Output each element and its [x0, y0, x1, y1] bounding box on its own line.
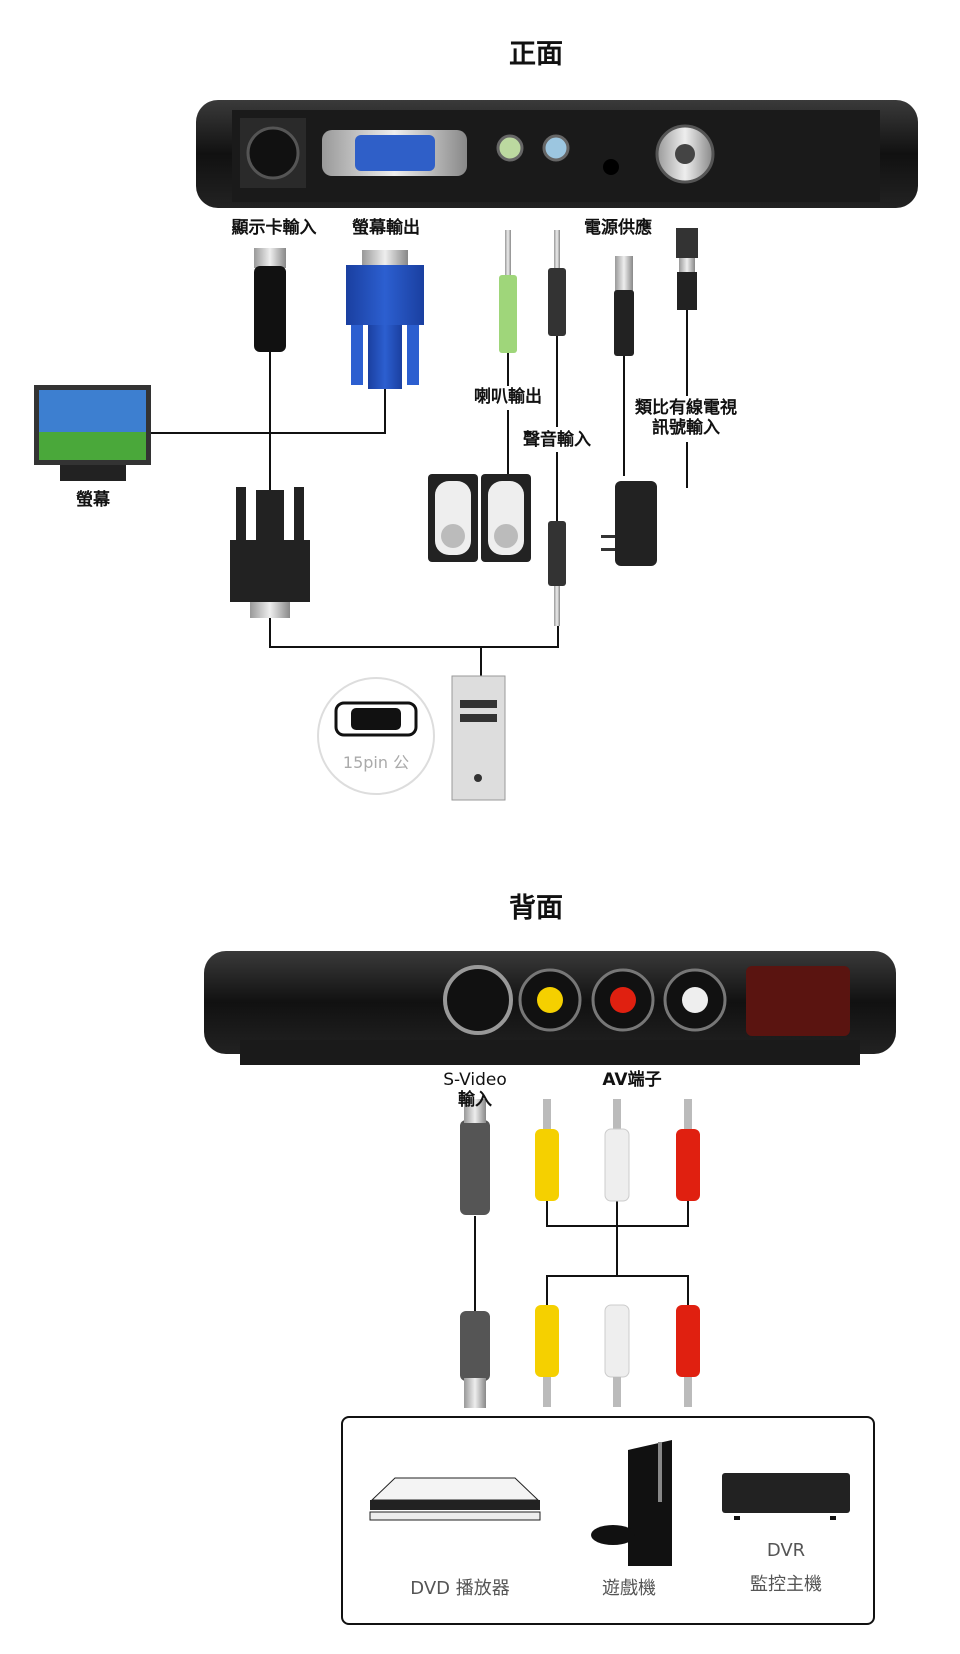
- front-device: [196, 100, 918, 208]
- vga-cable: [151, 389, 386, 434]
- svideo-plug-bottom: [460, 1311, 490, 1408]
- svideo-cable: [269, 351, 559, 648]
- pc-tower-icon: [451, 675, 506, 801]
- speaker-jack: [499, 230, 517, 353]
- back-device: [204, 951, 896, 1065]
- svideo-port: [246, 126, 300, 180]
- label-svideo-line1: S-Video: [443, 1070, 507, 1090]
- back-cables: [474, 1200, 689, 1311]
- rca-plugs-top: [535, 1099, 700, 1202]
- svideo-plug: [254, 248, 286, 352]
- speakers-icon: [428, 474, 531, 562]
- label-dvr-host: 監控主機: [750, 1574, 822, 1595]
- coax-plug: [676, 228, 698, 310]
- ir-window: [746, 966, 850, 1036]
- connector-badge: 15pin 公: [317, 677, 435, 795]
- label-speaker-output: 喇叭輸出: [474, 387, 542, 407]
- label-game-console: 遊戲機: [602, 1578, 656, 1599]
- audio-jack-top: [548, 230, 566, 336]
- label-vga-card-input: 顯示卡輸入: [231, 218, 317, 238]
- label-av: AV端子: [602, 1070, 662, 1090]
- power-port: [603, 159, 619, 175]
- label-tv-line2: 訊號輸入: [652, 418, 720, 438]
- vga-plug: [346, 250, 424, 389]
- vga-male-icon: [334, 701, 418, 737]
- label-tv-signal: 類比有線電視 訊號輸入: [635, 398, 737, 438]
- label-power: 電源供應: [584, 218, 652, 238]
- speaker-port: [496, 134, 524, 162]
- back-title: 背面: [509, 893, 563, 924]
- monitor-icon: [34, 385, 151, 481]
- label-svideo-line2: 輸入: [458, 1090, 492, 1110]
- label-audio-input: 聲音輸入: [523, 430, 591, 450]
- db15-connector: [230, 487, 310, 618]
- audio-jack-bottom: [548, 521, 566, 626]
- game-console-icon: [591, 1440, 672, 1566]
- vga-port: [322, 130, 467, 176]
- source-devices-box: [341, 1416, 875, 1625]
- dvd-player-icon: [369, 1477, 541, 1521]
- power-adapter-icon: [601, 481, 657, 566]
- rca-plugs-bottom: [535, 1304, 700, 1407]
- audio-port: [542, 134, 570, 162]
- label-tv-line1: 類比有線電視: [635, 398, 737, 418]
- label-dvd-player: DVD 播放器: [410, 1578, 510, 1599]
- svideo-port-back: [443, 965, 513, 1035]
- front-title: 正面: [509, 39, 563, 70]
- svideo-plug-top: [460, 1099, 490, 1215]
- power-plug: [614, 256, 634, 356]
- label-monitor: 螢幕: [76, 490, 110, 510]
- connector-badge-label: 15pin 公: [342, 753, 410, 772]
- front-cables: [151, 310, 688, 676]
- label-dvr: DVR: [766, 1540, 806, 1561]
- label-monitor-output: 螢幕輸出: [352, 218, 420, 238]
- label-svideo: S-Video 輸入: [443, 1070, 507, 1110]
- dvr-icon: [722, 1473, 850, 1520]
